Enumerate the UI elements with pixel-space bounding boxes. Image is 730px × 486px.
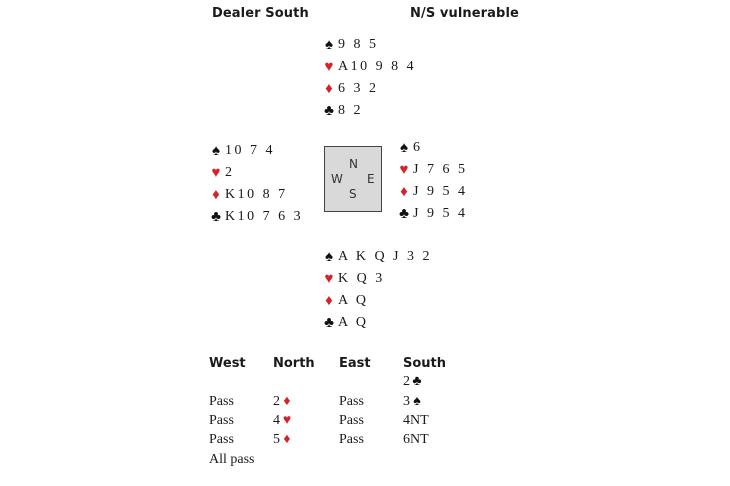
west-spades: 10 7 4: [225, 143, 275, 158]
spade-icon: ♠: [325, 249, 333, 265]
north-spades: 9 8 5: [338, 37, 379, 52]
bid-east-2: Pass: [339, 413, 364, 428]
heart-icon: ♥: [211, 165, 221, 181]
south-clubs: A Q: [338, 315, 369, 330]
club-icon: ♣: [324, 103, 334, 119]
bid-north-3: 5♦: [273, 430, 295, 450]
compass-east: E: [367, 172, 375, 186]
bid-west-4: All pass: [209, 452, 255, 467]
east-hearts: J 7 6 5: [413, 162, 468, 177]
west-hearts: 2: [225, 165, 235, 180]
west-clubs: K10 7 6 3: [225, 209, 304, 224]
compass-south: S: [349, 187, 357, 201]
diamond-icon: ♦: [400, 184, 408, 200]
diamond-icon: ♦: [283, 432, 291, 447]
club-icon: ♣: [399, 206, 409, 222]
bid-south-3: 4NT: [403, 413, 429, 428]
south-spades: A K Q J 3 2: [338, 249, 433, 264]
spade-icon: ♠: [413, 394, 421, 409]
club-icon: ♣: [211, 209, 221, 225]
heart-icon: ♥: [324, 59, 334, 75]
bid-south-1: 2♣: [403, 372, 425, 392]
auction-header-north: North: [273, 356, 315, 371]
spade-icon: ♠: [400, 140, 408, 156]
south-diamonds: A Q: [338, 293, 369, 308]
north-hearts: A10 9 8 4: [338, 59, 417, 74]
east-clubs: J 9 5 4: [413, 206, 468, 221]
dealer-label: Dealer South: [212, 6, 309, 21]
spade-icon: ♠: [325, 37, 333, 53]
auction-header-east: East: [339, 356, 371, 371]
east-diamonds: J 9 5 4: [413, 184, 468, 199]
bid-north-2: 4♥: [273, 411, 295, 431]
bid-north-1: 2♦: [273, 392, 295, 412]
east-spades: 6: [413, 140, 423, 155]
auction-header-south: South: [403, 356, 447, 371]
south-hand: ♠ A K Q J 3 2 ♥ K Q 3 ♦ A Q ♣ A Q: [322, 246, 432, 334]
bid-west-2: Pass: [209, 413, 234, 428]
diamond-icon: ♦: [283, 394, 291, 409]
diamond-icon: ♦: [325, 81, 333, 97]
bid-east-1: Pass: [339, 394, 364, 409]
bid-west-3: Pass: [209, 432, 234, 447]
south-hearts: K Q 3: [338, 271, 385, 286]
diamond-icon: ♦: [212, 187, 220, 203]
club-icon: ♣: [324, 315, 334, 331]
heart-icon: ♥: [324, 271, 334, 287]
north-clubs: 8 2: [338, 103, 363, 118]
west-diamonds: K10 8 7: [225, 187, 288, 202]
compass-west: W: [331, 172, 343, 186]
spade-icon: ♠: [212, 143, 220, 159]
north-diamonds: 6 3 2: [338, 81, 379, 96]
east-hand: ♠ 6 ♥ J 7 6 5 ♦ J 9 5 4 ♣ J 9 5 4: [397, 137, 467, 225]
heart-icon: ♥: [399, 162, 409, 178]
bid-west-1: Pass: [209, 394, 234, 409]
north-hand: ♠ 9 8 5 ♥ A10 9 8 4 ♦ 6 3 2 ♣ 8 2: [322, 34, 416, 122]
west-hand: ♠ 10 7 4 ♥ 2 ♦ K10 8 7 ♣ K10 7 6 3: [209, 140, 303, 228]
bid-south-2: 3♠: [403, 392, 425, 412]
diamond-icon: ♦: [325, 293, 333, 309]
compass-box: N W E S: [324, 146, 382, 212]
club-icon: ♣: [412, 374, 422, 389]
heart-icon: ♥: [282, 413, 292, 428]
bid-south-4: 6NT: [403, 432, 429, 447]
compass-north: N: [349, 157, 358, 171]
vulnerability-label: N/S vulnerable: [410, 6, 519, 21]
auction-header-west: West: [209, 356, 246, 371]
bid-east-3: Pass: [339, 432, 364, 447]
